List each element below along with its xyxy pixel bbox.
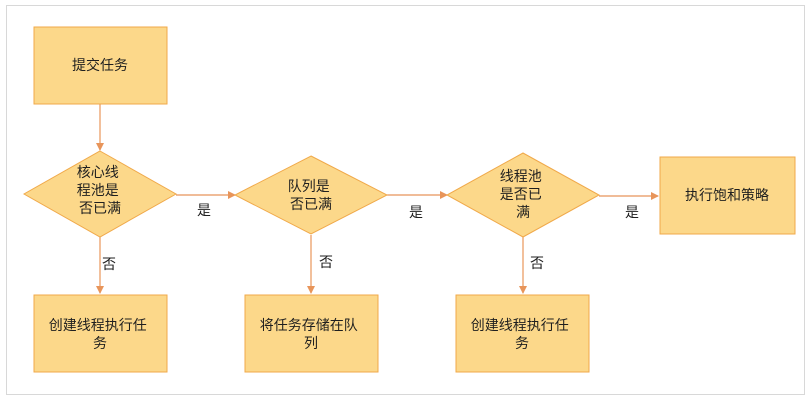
edge-label-yes: 是: [409, 205, 423, 221]
node-label: 将任务存储在队 列: [260, 318, 362, 352]
node-label: 核心线 程池是 否已满: [77, 165, 123, 217]
edge-label-yes: 是: [625, 205, 639, 221]
process-box: [659, 156, 796, 235]
edge-label-no: 否: [102, 257, 116, 273]
edge-labels: 是 是 是 否 否 否: [102, 203, 639, 273]
node-label: 执行饱和策略: [685, 187, 769, 204]
node-label-line: 核心线: [77, 165, 119, 181]
decision-diamond: [22, 150, 178, 238]
decision-diamond: [233, 155, 389, 235]
process-box: [33, 294, 168, 373]
edge-label-no: 否: [319, 255, 333, 271]
node-label-line: 务: [515, 336, 529, 352]
edge-label-yes: 是: [197, 203, 211, 219]
process-box: [244, 294, 379, 373]
node-label-line: 执行饱和策略: [685, 187, 769, 204]
node-label-line: 程池是: [77, 183, 119, 199]
node-label: 创建线程执行任 务: [471, 318, 573, 352]
node-pool-full-decision: 线程池 是否已 满: [445, 152, 601, 238]
node-label-line: 线程池: [500, 169, 542, 185]
node-core-full-decision: 核心线 程池是 否已满: [22, 150, 178, 238]
edge-label-no: 否: [530, 256, 544, 272]
node-label-line: 创建线程执行任: [49, 318, 147, 334]
node-label: 线程池 是否已 满: [500, 169, 546, 221]
node-store-in-queue: 将任务存储在队 列: [244, 294, 379, 373]
node-create-thread-1: 创建线程执行任 务: [33, 294, 168, 373]
node-label: 队列是 否已满: [288, 179, 334, 213]
node-label-line: 务: [93, 336, 107, 352]
connectors: [96, 104, 659, 294]
node-create-thread-2: 创建线程执行任 务: [455, 294, 590, 373]
process-box: [455, 294, 590, 373]
node-label: 提交任务: [72, 57, 128, 74]
node-label-line: 提交任务: [72, 57, 128, 74]
node-label-line: 是否已: [500, 187, 542, 203]
node-label: 创建线程执行任 务: [49, 318, 151, 352]
node-label-line: 满: [516, 205, 530, 221]
node-submit-task: 提交任务: [33, 26, 168, 105]
node-saturation-policy: 执行饱和策略: [659, 156, 796, 235]
node-label-line: 否已满: [290, 197, 332, 213]
process-box: [33, 26, 168, 105]
node-label-line: 创建线程执行任: [471, 318, 569, 334]
diagram-frame: [6, 5, 805, 395]
node-label-line: 否已满: [79, 201, 121, 217]
node-label-line: 将任务存储在队: [260, 318, 358, 334]
node-queue-full-decision: 队列是 否已满: [233, 155, 389, 235]
node-label-line: 列: [304, 336, 318, 352]
node-label-line: 队列是: [288, 179, 330, 195]
decision-diamond: [445, 152, 601, 238]
